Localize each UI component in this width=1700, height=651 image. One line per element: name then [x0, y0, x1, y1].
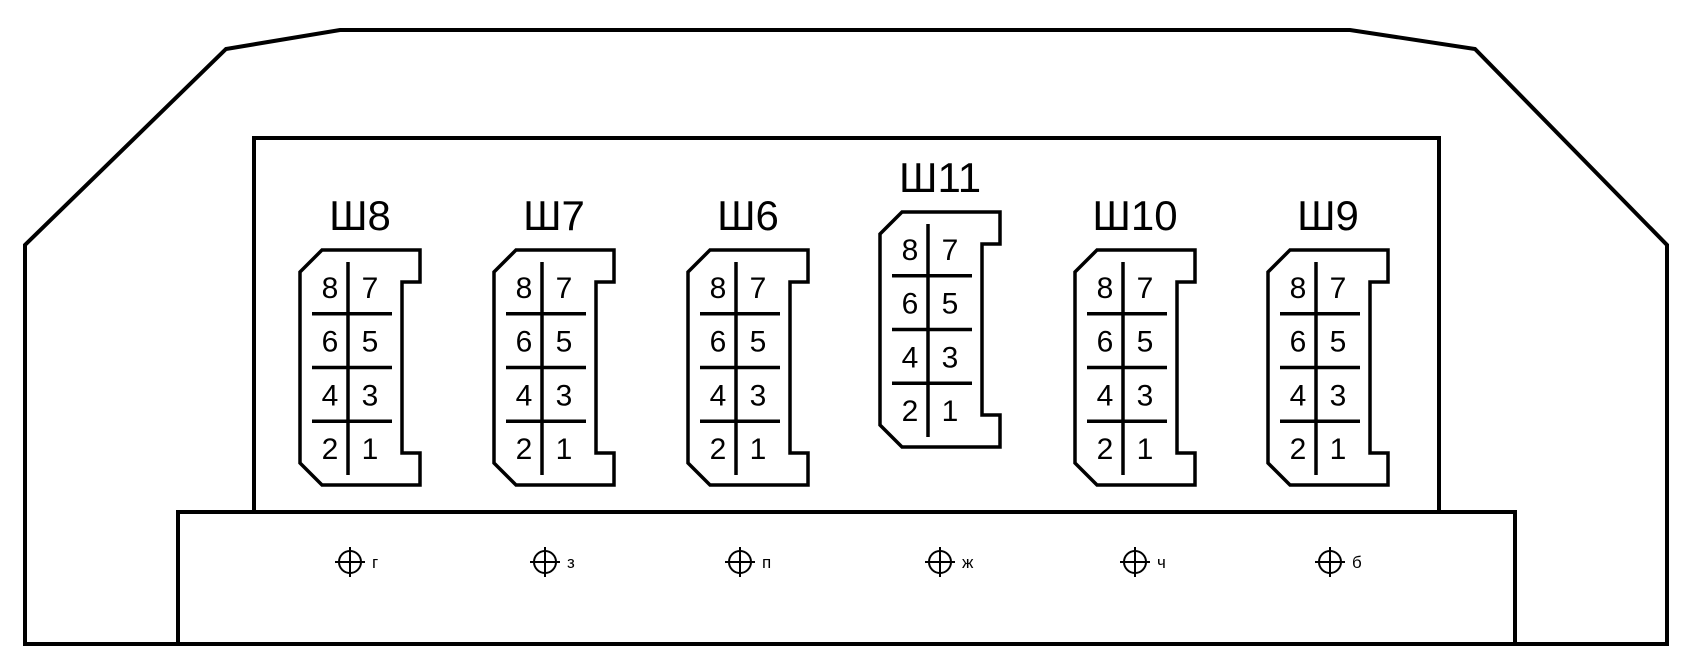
crosshair-circle-icon: [1315, 547, 1345, 577]
connector-label: Ш6: [717, 192, 779, 239]
pin-number: 4: [710, 379, 727, 412]
crosshair-circle-icon: [335, 547, 365, 577]
connector-label: Ш8: [329, 192, 391, 239]
pin-number: 2: [710, 433, 727, 466]
pin-number: 4: [1097, 379, 1114, 412]
mount-point-5: ч: [1120, 547, 1166, 577]
mount-letter: б: [1352, 553, 1362, 572]
pin-number: 2: [322, 433, 339, 466]
mount-point-1: г: [335, 547, 378, 577]
pin-number: 2: [516, 433, 533, 466]
pin-number: 5: [362, 326, 379, 359]
connector-label: Ш9: [1297, 192, 1359, 239]
mounting-strip: [176, 510, 1517, 646]
pin-number: 6: [710, 326, 727, 359]
pin-number: 4: [1290, 379, 1307, 412]
connector-label: Ш10: [1092, 192, 1177, 239]
mount-point-2: з: [530, 547, 575, 577]
crosshair-circle-icon: [1120, 547, 1150, 577]
pin-number: 3: [1330, 379, 1347, 412]
pin-number: 6: [902, 288, 919, 321]
pin-number: 7: [1330, 272, 1347, 305]
pin-number: 5: [750, 326, 767, 359]
crosshair-circle-icon: [530, 547, 560, 577]
pin-number: 6: [516, 326, 533, 359]
mount-point-6: б: [1315, 547, 1362, 577]
pin-number: 5: [942, 288, 959, 321]
pin-number: 6: [1097, 326, 1114, 359]
pin-number: 8: [516, 272, 533, 305]
pin-number: 4: [902, 341, 919, 374]
pin-number: 1: [556, 433, 573, 466]
mount-letter: г: [372, 553, 378, 572]
pin-number: 8: [1290, 272, 1307, 305]
pin-number: 6: [322, 326, 339, 359]
crosshair-circle-icon: [725, 547, 755, 577]
pin-number: 1: [1330, 433, 1347, 466]
pin-number: 1: [1137, 433, 1154, 466]
connector-label: Ш7: [523, 192, 585, 239]
mount-letter: з: [567, 553, 575, 572]
crosshair-circle-icon: [925, 547, 955, 577]
connector-panel: [252, 136, 1441, 514]
pin-number: 8: [710, 272, 727, 305]
mount-letter: ж: [962, 553, 974, 572]
pin-number: 7: [362, 272, 379, 305]
mount-point-3: п: [725, 547, 771, 577]
pin-number: 3: [556, 379, 573, 412]
pin-number: 3: [942, 341, 959, 374]
pin-number: 4: [322, 379, 339, 412]
pin-number: 2: [902, 395, 919, 428]
pin-number: 5: [1137, 326, 1154, 359]
connector-label: Ш11: [899, 154, 981, 201]
pin-number: 7: [1137, 272, 1154, 305]
pin-number: 7: [942, 234, 959, 267]
pin-number: 4: [516, 379, 533, 412]
pin-number: 3: [362, 379, 379, 412]
pin-number: 6: [1290, 326, 1307, 359]
pin-number: 8: [1097, 272, 1114, 305]
pin-number: 7: [750, 272, 767, 305]
pin-number: 1: [362, 433, 379, 466]
pin-number: 5: [1330, 326, 1347, 359]
mount-point-4: ж: [925, 547, 974, 577]
pin-number: 2: [1097, 433, 1114, 466]
pin-number: 3: [750, 379, 767, 412]
pin-number: 5: [556, 326, 573, 359]
pin-number: 7: [556, 272, 573, 305]
mount-letter: ч: [1157, 553, 1166, 572]
pin-number: 3: [1137, 379, 1154, 412]
pin-number: 2: [1290, 433, 1307, 466]
mount-letter: п: [762, 553, 771, 572]
pin-number: 8: [902, 234, 919, 267]
pin-number: 1: [750, 433, 767, 466]
pin-number: 8: [322, 272, 339, 305]
pin-number: 1: [942, 395, 959, 428]
housing-outline: [23, 28, 1669, 646]
